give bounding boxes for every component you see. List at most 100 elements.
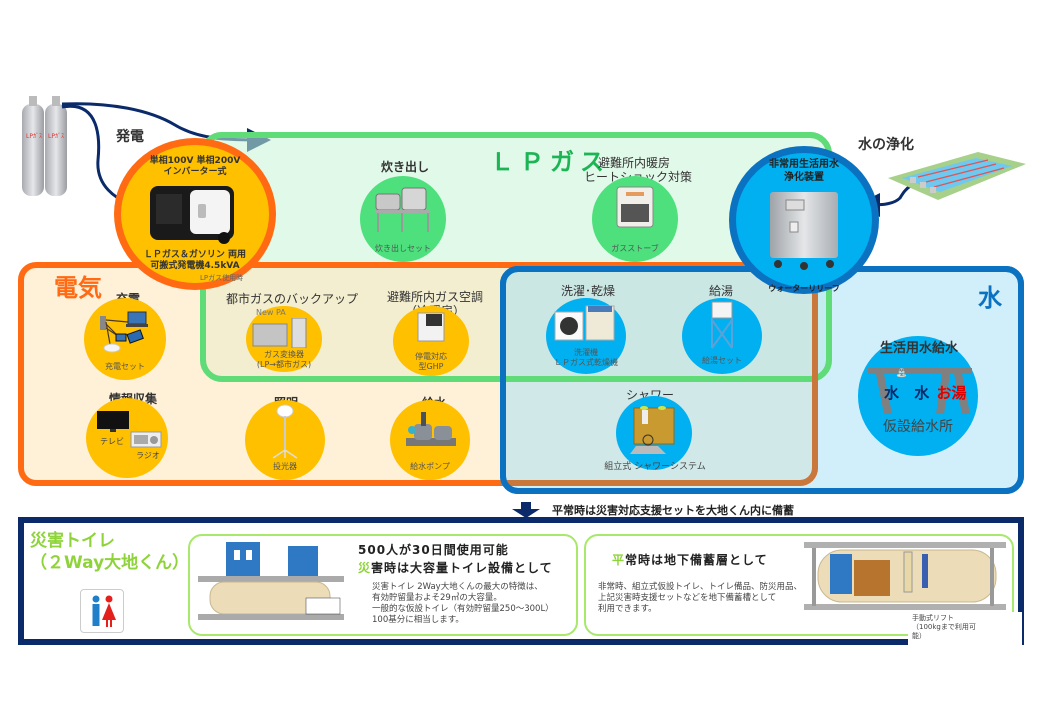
toilet-title2: （２Way大地くん）	[30, 553, 190, 573]
storage-body-line: 利用できます。	[598, 604, 657, 614]
generator-note: LPガス使用時	[200, 274, 244, 282]
seikatsu-caption: 仮設給水所	[883, 419, 953, 435]
generator-name: ＬＰガス＆ガソリン 両用 可搬式発電機4.5kVA	[114, 250, 276, 272]
faucet-labels: 水 水 お湯	[884, 382, 967, 403]
generator-image	[148, 182, 238, 246]
charging-set-image	[100, 311, 148, 353]
toshigas-caption: ガス変換器 (LP→都市ガス)	[257, 350, 311, 370]
sentaku-caption2: ＬＰガス式乾燥機	[554, 358, 618, 367]
danbou-title1: 避難所内暖房	[597, 156, 670, 170]
shower-caption: 組立式 シャワーシステム	[604, 462, 706, 472]
mizu-title: 水	[978, 284, 1002, 312]
toshigas-caption2: (LP→都市ガス)	[256, 360, 312, 369]
faucet-water-2: 水	[914, 384, 930, 402]
gas-stove-image	[616, 186, 654, 228]
takidashi-image	[375, 187, 430, 232]
capacity-body-line: 有効貯留量およそ29㎥の大容量。	[372, 593, 502, 603]
generator-line2: インバーター式	[163, 167, 227, 177]
capacity-body-line: 100基分に相当します。	[372, 615, 464, 625]
purifier-line1: 非常用生活用水	[769, 159, 839, 170]
tv-caption: テレビ	[100, 437, 124, 446]
shower-unit-image	[630, 406, 675, 454]
kyusui-caption: 給水ポンプ	[410, 462, 450, 471]
capacity-heading2: 災害時は大容量トイレ設備として	[358, 559, 553, 577]
gas-converter-image	[252, 318, 307, 348]
lift-note: 手動式リフト （100kgまで利用可 能）	[908, 612, 1022, 645]
takidashi-circle: 炊き出しセット	[360, 176, 446, 262]
restroom-icon	[80, 589, 124, 633]
kuchou-caption: 停電対応 型GHP	[415, 352, 447, 372]
storage-body-line: 上記災害時支援セットなどを地下備蓄槽として	[598, 593, 777, 603]
toilet-title1: 災害トイレ	[30, 531, 115, 551]
lift-note-line: （100kgまで利用可	[912, 623, 976, 631]
kyuto-caption: 給湯セット	[702, 356, 742, 365]
down-arrow-icon	[512, 502, 540, 522]
storage-heading: 平常時は地下備蓄層として	[612, 551, 768, 568]
capacity-body-line: 災害トイレ 2Way大地くんの最大の特徴は、	[372, 582, 543, 592]
svg-text:⛲: ⛲	[896, 367, 907, 379]
pool-image	[888, 150, 1028, 210]
takidashi-title: 炊き出し	[380, 160, 429, 174]
generator-line4: 可搬式発電機4.5kVA	[150, 261, 240, 271]
capacity-body: 災害トイレ 2Way大地くんの最大の特徴は、 有効貯留量およそ29㎥の大容量。 …	[372, 582, 554, 626]
kuchou-circle: 停電対応 型GHP	[393, 306, 469, 376]
storage-body: 非常時、組立式仮設トイレ、トイレ備品、防災用品、 上記災害時支援セットなどを地下…	[598, 582, 802, 615]
svg-text:LPｶﾞｽ: LPｶﾞｽ	[26, 133, 42, 140]
toilet-title: 災害トイレ （２Way大地くん）	[30, 530, 189, 574]
danbou-caption: ガスストーブ	[611, 244, 659, 253]
storage-heading-rest: 常時は地下備蓄層として	[625, 553, 768, 567]
seikatsu-circle	[858, 336, 978, 456]
danbou-circle: ガスストーブ	[592, 176, 678, 262]
water-station-image: ⛲	[868, 367, 972, 414]
tv-image	[97, 411, 129, 432]
sentaku-caption: 洗濯機 ＬＰガス式乾燥機	[554, 348, 618, 368]
lpg-cylinders-image: LPｶﾞｽ LPｶﾞｽ	[18, 92, 70, 202]
capacity-heading1: 500人が30日間使用可能	[358, 543, 509, 557]
washer-dryer-image	[554, 305, 615, 341]
radio-image	[130, 431, 162, 448]
mizu-no-joka-label: 水の浄化	[858, 137, 914, 153]
lpgas-title: ＬＰガス	[490, 148, 610, 176]
storage-heading-accent: 平	[612, 553, 626, 567]
generator-line3: ＬＰガス＆ガソリン 両用	[143, 250, 247, 260]
capacity-body-line: 一般的な仮設トイレ（有効貯留量250～300L）	[372, 604, 554, 614]
storage-tank-image	[800, 540, 1010, 618]
sentaku-caption1: 洗濯機	[574, 348, 598, 357]
toshigas-tag: New PA	[256, 308, 286, 317]
shomei-caption: 投光器	[273, 462, 297, 471]
lift-note-line: 手動式リフト	[912, 614, 954, 622]
capacity-heading2-accent: 災	[358, 561, 372, 575]
takidashi-caption: 炊き出しセット	[375, 244, 431, 253]
arrow-note: 平常時は災害対応支援セットを大地くん内に備蓄	[552, 504, 794, 517]
capacity-heading2-rest: 害時は大容量トイレ設備として	[371, 561, 553, 575]
shower-circle	[616, 396, 692, 470]
seikatsu-title: 生活用水給水	[879, 341, 958, 356]
denki-title: 電気	[54, 274, 102, 302]
ghp-image	[417, 312, 445, 342]
joho-circle: テレビ ラジオ	[86, 398, 168, 478]
storage-body-line: 非常時、組立式仮設トイレ、トイレ備品、防災用品、	[598, 582, 803, 592]
capacity-heading: 500人が30日間使用可能 災害時は大容量トイレ設備として	[358, 541, 553, 577]
kuchou-title1: 避難所内ガス空調	[386, 290, 483, 304]
faucet-water-1: 水	[884, 384, 900, 402]
kyuto-title: 給湯	[708, 284, 733, 298]
kuchou-caption2: 型GHP	[418, 362, 444, 371]
lift-note-line: 能）	[912, 632, 926, 640]
shomei-circle: 投光器	[245, 400, 325, 480]
purifier-line2: 浄化装置	[784, 172, 824, 183]
sentaku-circle: 洗濯機 ＬＰガス式乾燥機	[546, 298, 626, 374]
juden-caption: 充電セット	[105, 362, 145, 371]
toshigas-circle: New PA ガス変換器 (LP→都市ガス)	[246, 306, 322, 372]
svg-text:LPｶﾞｽ: LPｶﾞｽ	[48, 133, 64, 140]
toilet-facility-image	[196, 540, 346, 630]
denki-region-border-inner	[500, 262, 818, 486]
purifier-image	[768, 188, 840, 270]
purifier-title: 非常用生活用水 浄化装置	[729, 158, 879, 184]
kyusui-circle: 給水ポンプ	[390, 400, 470, 480]
generator-line1: 単相100V 単相200V	[149, 156, 241, 166]
sentaku-title: 洗濯･乾燥	[560, 284, 615, 298]
kyuto-circle: 給湯セット	[682, 298, 762, 374]
purifier-caption: ウォーターリリーフ	[768, 284, 840, 293]
toshigas-caption1: ガス変換器	[263, 350, 304, 359]
juden-circle: 充電セット	[84, 298, 166, 380]
